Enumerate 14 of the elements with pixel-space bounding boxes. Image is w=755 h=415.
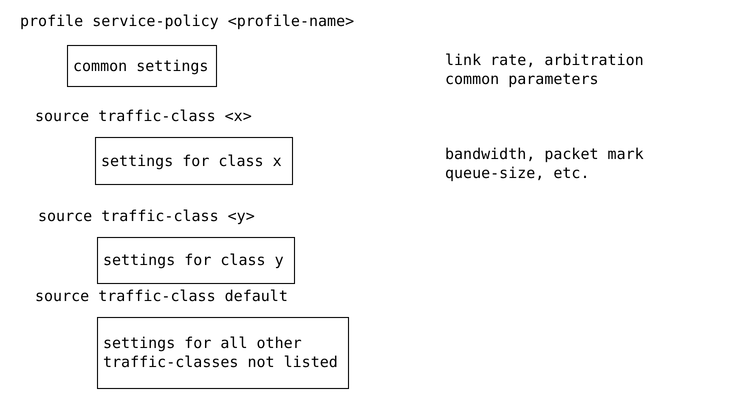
- command-line-text: source traffic-class <x>: [35, 107, 252, 126]
- settings-text: common settings: [73, 56, 210, 76]
- settings-text: settings for class y: [103, 251, 285, 270]
- settings-box: [95, 137, 293, 185]
- settings-box: [67, 45, 217, 87]
- command-line-text: source traffic-class <y>: [38, 207, 255, 226]
- note-text: bandwidth, packet mark queue-size, etc.: [445, 145, 645, 183]
- command-line-text: source traffic-class default: [35, 287, 288, 306]
- settings-box: [97, 237, 295, 284]
- settings-text: settings for all other traffic-classes not listed: [103, 334, 339, 372]
- note-text: link rate, arbitration common parameters: [445, 51, 645, 89]
- settings-text: settings for class x: [101, 152, 283, 170]
- settings-box: [97, 317, 349, 389]
- command-line-text: profile service-policy <profile-name>: [20, 12, 354, 31]
